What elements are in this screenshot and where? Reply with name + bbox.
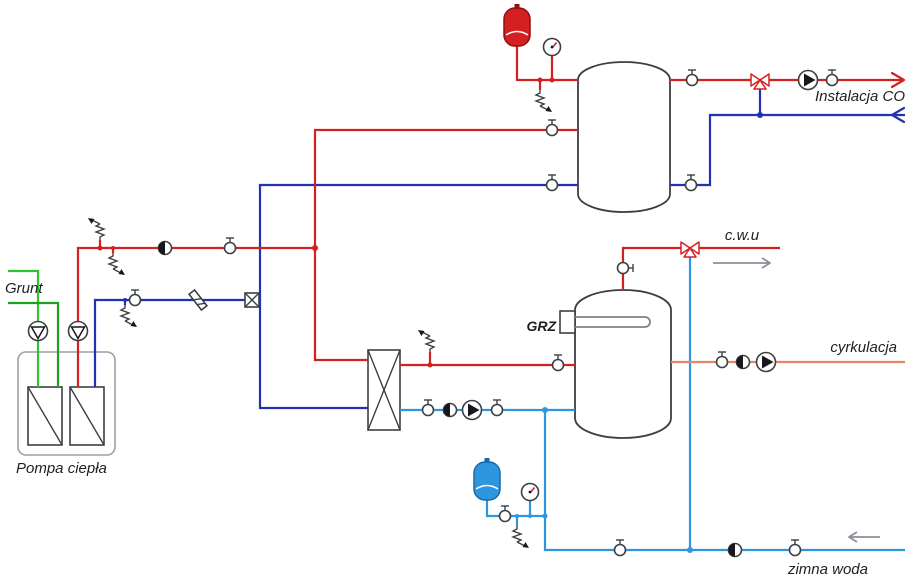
- valve-icon: [551, 354, 565, 372]
- ground-pump-icon: [27, 320, 49, 342]
- junction: [97, 245, 103, 251]
- three-way-mixing-valve-dhw-icon: [680, 241, 700, 258]
- valve-icon: [825, 69, 839, 87]
- pipe-co-return: [670, 113, 905, 187]
- pressure-gauge-icon: [542, 37, 562, 57]
- pipe-cold-water-main: [543, 410, 905, 552]
- valve-icon: [545, 174, 559, 192]
- heat-pump-charge-pump-icon: [67, 320, 89, 342]
- valve-icon: [223, 237, 237, 255]
- label-electric-heater: GRZ: [526, 318, 556, 334]
- three-way-mixing-valve-heating-icon: [750, 73, 770, 90]
- dhw-charge-pump-icon: [461, 399, 483, 421]
- label-heat-pump: Pompa ciepła: [16, 460, 107, 477]
- label-circulation: cyrkulacja: [830, 339, 897, 356]
- heating-circuit-pump-icon: [797, 69, 819, 91]
- valve-icon: [490, 399, 504, 417]
- junction: [542, 513, 548, 519]
- junction: [549, 77, 555, 83]
- junction: [687, 547, 693, 553]
- valve-icon: [128, 289, 142, 307]
- junction: [111, 246, 115, 250]
- junction: [515, 514, 519, 518]
- junction: [528, 514, 532, 518]
- flow-arrow-co-return: [890, 106, 906, 124]
- dhw-tank: [559, 289, 672, 439]
- pipe-expansion-buffer: [515, 46, 578, 82]
- pipe-dhw-outlet: [621, 246, 780, 290]
- junction: [427, 362, 433, 368]
- check-valve-icon: [727, 542, 743, 558]
- junction: [537, 77, 543, 83]
- pipe-ground-return: [8, 301, 60, 387]
- pipe-hp-return: [93, 298, 260, 387]
- expansion-vessel-heating: [503, 4, 531, 47]
- valve-icon: [498, 505, 512, 523]
- safety-valve-icon: [535, 89, 553, 113]
- label-ground: Grunt: [5, 280, 43, 297]
- valve-icon: [616, 261, 634, 275]
- valve-icon: [684, 174, 698, 192]
- flow-arrow-dhw: [713, 257, 771, 269]
- check-valve-icon: [157, 240, 173, 256]
- valve-icon: [685, 69, 699, 87]
- drain-valve-icon: [108, 252, 126, 276]
- safety-valve-icon: [417, 329, 435, 353]
- junction: [312, 245, 318, 251]
- pipe-buffer-return: [258, 183, 578, 410]
- check-valve-icon: [442, 402, 458, 418]
- flow-arrow-co-supply: [890, 71, 906, 89]
- drain-valve-icon: [120, 304, 138, 328]
- pipe-safety-group-dhw: [485, 500, 545, 518]
- junction: [542, 407, 548, 413]
- electric-heater-element: [559, 310, 651, 334]
- circulation-pump-icon: [755, 351, 777, 373]
- valve-icon: [788, 539, 802, 557]
- expansion-vessel-dhw: [473, 458, 501, 501]
- valve-icon: [613, 539, 627, 557]
- label-cold-water: zimna woda: [787, 561, 868, 578]
- flow-arrow-cold-water: [848, 531, 880, 543]
- valve-icon: [421, 399, 435, 417]
- label-heating-circuit: Instalacja CO: [815, 88, 905, 105]
- junction: [757, 112, 763, 118]
- pipe-ground-supply: [8, 269, 40, 387]
- heat-pump-unit: [17, 351, 116, 456]
- safety-valve-icon: [512, 525, 530, 549]
- plate-heat-exchanger: [367, 349, 401, 431]
- safety-valve-icon: [87, 217, 105, 241]
- junction: [123, 298, 127, 302]
- control-valve-icon: [244, 292, 260, 308]
- valve-icon: [715, 351, 729, 369]
- buffer-tank: [577, 61, 671, 213]
- valve-icon: [545, 119, 559, 137]
- label-dhw: c.w.u: [725, 227, 760, 244]
- pressure-gauge-icon: [520, 482, 540, 502]
- check-valve-icon: [735, 354, 751, 370]
